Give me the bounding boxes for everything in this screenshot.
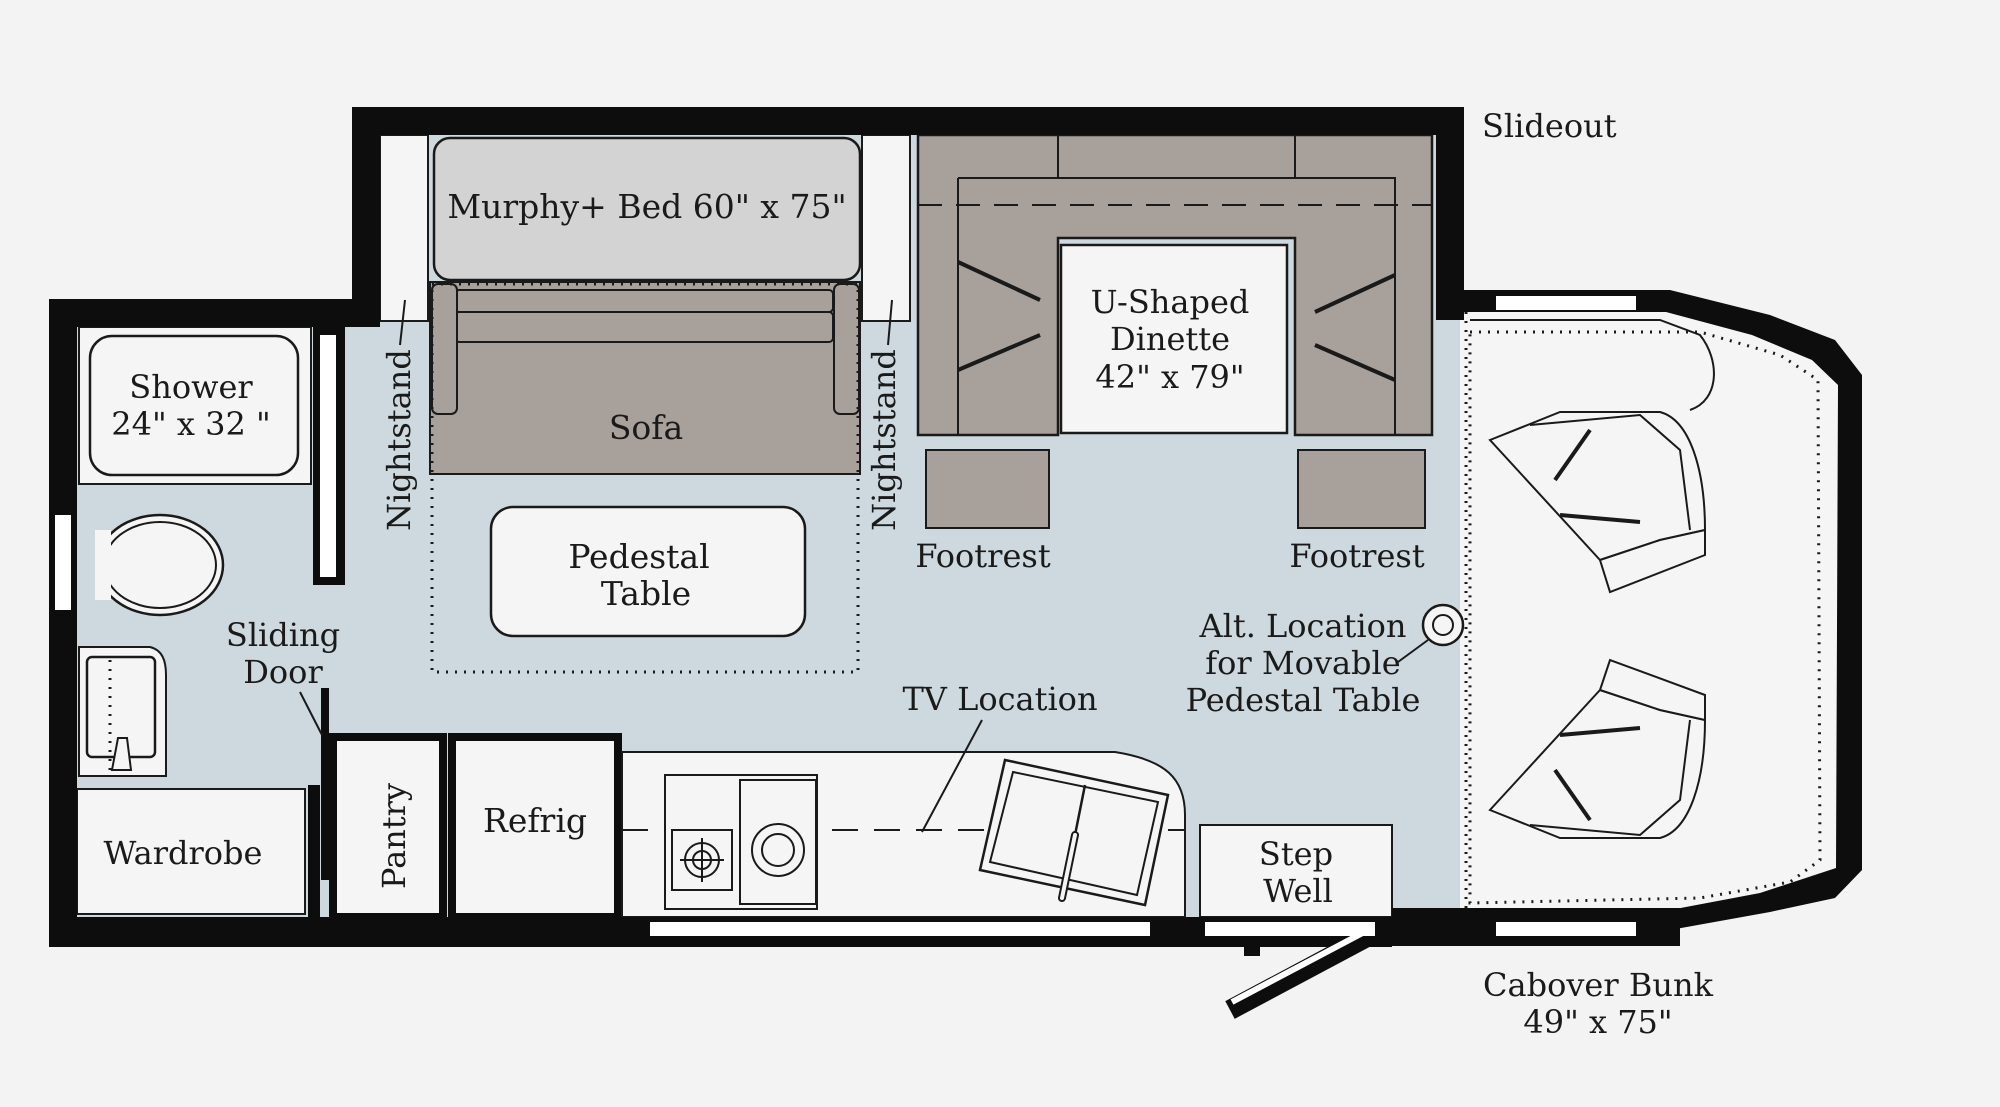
sliding-door-label-1: Sliding (226, 616, 340, 654)
alt-pedestal-location-marker (1397, 603, 1465, 663)
tv-location-label: TV Location (902, 680, 1097, 718)
nightstand-left-label: Nightstand (380, 349, 418, 531)
dinette-label-2: Dinette (1110, 320, 1230, 358)
pedestal-table-label-2: Table (601, 574, 691, 613)
shower (78, 326, 312, 485)
tv-location-leader (921, 719, 983, 833)
cabover-bunk-label-1: Cabover Bunk (1483, 966, 1714, 1004)
pantry (329, 733, 447, 921)
sofa (429, 281, 861, 475)
sliding-door-label-2: Door (243, 653, 323, 691)
wardrobe-label: Wardrobe (104, 834, 263, 872)
toilet (95, 513, 225, 617)
alt-location-label-1: Alt. Location (1198, 607, 1406, 645)
cab-seat-bottom (1488, 658, 1707, 839)
cab-seat-top (1488, 411, 1707, 594)
footrest-left-label: Footrest (915, 537, 1051, 575)
shower-label-1: Shower (129, 368, 253, 406)
cabover-bunk-label-2: 49" x 75" (1523, 1003, 1672, 1041)
refrig-label: Refrig (483, 801, 587, 840)
entry-door-hinge (1244, 940, 1260, 956)
sliding-door-leader (299, 691, 323, 736)
murphy-bed-label: Murphy+ Bed 60" x 75" (447, 187, 846, 226)
cabover-bunk (1468, 319, 1822, 905)
refrigerator (448, 733, 622, 921)
cooktop (664, 774, 818, 910)
bath-sink (78, 646, 167, 777)
pedestal-table-label-1: Pedestal (568, 537, 709, 576)
slideout-label: Slideout (1482, 107, 1617, 145)
dinette (916, 133, 1434, 529)
shower-label-2: 24" x 32 " (111, 405, 270, 443)
kitchen-sink (978, 758, 1170, 907)
wardrobe-side-wall (308, 785, 320, 918)
step-well-label-1: Step (1259, 835, 1333, 873)
dinette-label-1: U-Shaped (1091, 283, 1250, 321)
pantry-label: Pantry (375, 783, 413, 889)
alt-location-label-3: Pedestal Table (1186, 681, 1421, 719)
nightstand-right-label: Nightstand (865, 349, 903, 531)
wardrobe (76, 788, 306, 915)
murphy-bed (432, 136, 862, 282)
alt-location-label-2: for Movable (1205, 644, 1400, 682)
sofa-label: Sofa (609, 408, 683, 447)
step-well-label-2: Well (1263, 872, 1333, 910)
pedestal-table (489, 505, 807, 638)
nightstand-left-unit (379, 134, 429, 346)
nightstand-right-unit (861, 134, 911, 346)
bath-partition-inner (320, 335, 336, 577)
windows (55, 296, 1636, 936)
footrest-right-label: Footrest (1289, 537, 1425, 575)
bed-extension-outline (430, 282, 860, 674)
dinette-label-3: 42" x 79" (1095, 358, 1244, 396)
